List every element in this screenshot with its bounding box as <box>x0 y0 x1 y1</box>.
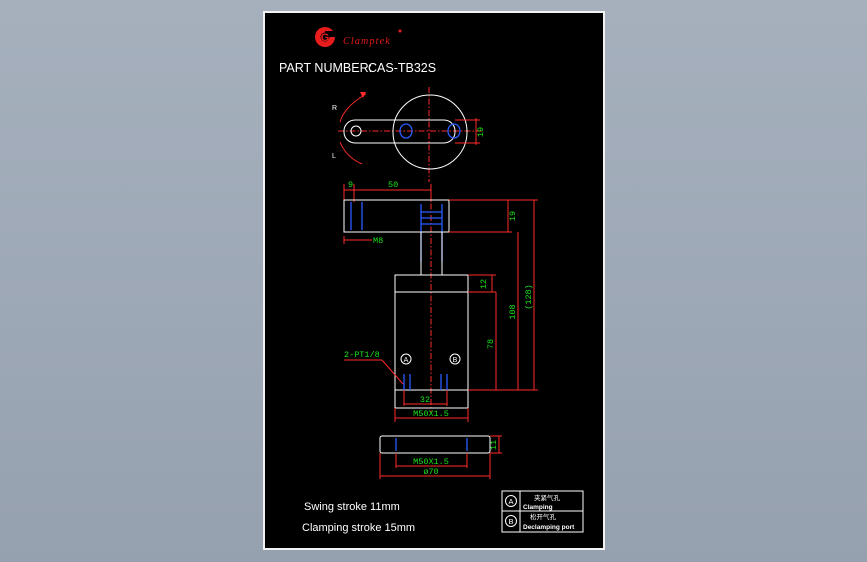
port-a-label: A <box>404 357 409 364</box>
legend-a-subtitle: Clamping <box>523 504 553 511</box>
part-number-value: CAS-TB32S <box>368 61 436 75</box>
dim-nut-height: 11 <box>489 440 499 450</box>
dim-arm-offset: 9 <box>348 180 353 190</box>
rotation-right-label: R <box>332 105 337 112</box>
dim-arm-height: 19 <box>508 211 518 221</box>
dim-total-height: (128) <box>524 284 534 310</box>
top-view: 19 R L <box>332 87 486 182</box>
dim-nut-diameter: ø70 <box>423 467 438 477</box>
dim-arm-length: 50 <box>388 180 398 190</box>
legend-a-title: 夹紧气孔 <box>534 493 561 502</box>
legend-b-title: 松开气孔 <box>530 512 557 521</box>
brand-name: Clamptek <box>343 36 391 47</box>
rotation-left-label: L <box>332 153 336 160</box>
logo-letter: G <box>321 32 330 44</box>
brand-logo: G Clamptek <box>315 27 402 47</box>
legend-a-symbol: A <box>508 497 513 506</box>
dim-arm-width: 19 <box>476 127 486 137</box>
port-legend: A 夹紧气孔 Clamping B 松开气孔 Declamping port <box>501 490 584 533</box>
dim-nut-thread: M50X1.5 <box>413 457 449 467</box>
legend-b-symbol: B <box>508 517 513 526</box>
nut-view: 11 M50X1.5 ø70 <box>379 435 502 479</box>
dim-body-thread: M50X1.5 <box>413 409 449 419</box>
dim-thread: M8 <box>373 236 383 246</box>
technical-drawing: G Clamptek PART NUMBER: CAS-TB32S 19 R L… <box>279 27 584 534</box>
clamping-stroke-note: Clamping stroke 15mm <box>302 522 415 534</box>
dim-body-top: 12 <box>479 279 489 289</box>
legend-b-subtitle: Declamping port <box>523 524 575 531</box>
port-note: 2-PT1/8 <box>344 350 380 360</box>
part-number-label: PART NUMBER: <box>279 61 372 75</box>
drawing-sheet: G Clamptek PART NUMBER: CAS-TB32S 19 R L… <box>263 11 605 550</box>
port-b-label: B <box>453 357 458 364</box>
swing-stroke-note: Swing stroke 11mm <box>304 501 400 513</box>
front-view: 9 50 M8 19 A B 2-PT1/8 <box>343 180 538 422</box>
dim-ports-spacing: 32 <box>420 395 430 405</box>
dim-mount-height: 108 <box>508 304 518 319</box>
dim-body-height: 78 <box>486 339 496 349</box>
